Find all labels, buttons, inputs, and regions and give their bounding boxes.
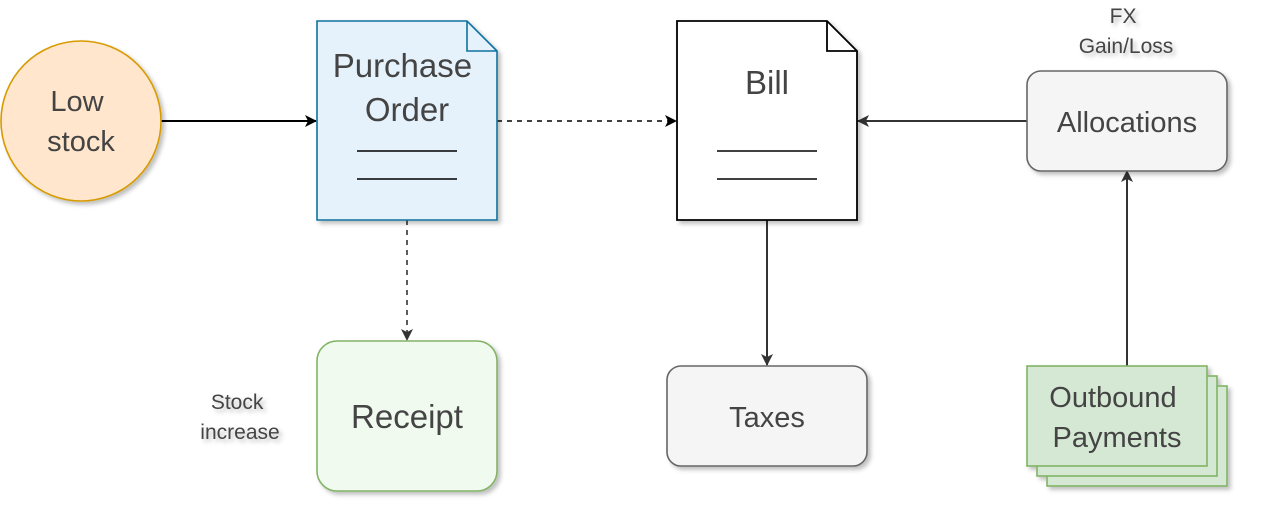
purchase-order-shape: [316, 20, 498, 221]
low-stock-label: Low stock: [47, 86, 115, 158]
outbound-payments-stack-1: [1026, 365, 1208, 467]
allocations-shape: [1026, 70, 1228, 172]
stock-increase-line-1: Stock: [211, 391, 264, 414]
purchase-order-line-2: Order: [365, 91, 449, 128]
low-stock-line-2: stock: [47, 126, 115, 158]
purchase-order-fold: [466, 21, 497, 52]
node-bill: [676, 20, 858, 221]
outbound-payments-line-2: Payments: [1053, 422, 1182, 454]
low-stock-line-1: Low: [50, 86, 104, 118]
node-purchase-order: [316, 20, 498, 221]
node-low-stock: [0, 40, 162, 202]
bill-shape: [676, 20, 858, 221]
node-outbound-payments: [1026, 365, 1228, 487]
allocations-label: Allocations: [1057, 107, 1197, 139]
bill-label: Bill: [745, 64, 789, 101]
taxes-label: Taxes: [729, 402, 805, 434]
bill-fold: [826, 21, 857, 52]
stock-increase-line-2: increase: [200, 421, 279, 444]
receipt-shape: [316, 340, 498, 492]
low-stock-shape: [0, 40, 162, 202]
fx-gain-loss-line-1: FX: [1110, 5, 1137, 28]
receipt-label: Receipt: [351, 398, 463, 435]
outbound-payments-line-1: Outbound: [1049, 382, 1176, 414]
purchase-order-label: Purchase Order: [333, 47, 482, 128]
taxes-shape: [666, 365, 868, 467]
stock-increase-label: Stock increase: [200, 391, 279, 444]
fx-gain-loss-label: FX Gain/Loss: [1079, 5, 1174, 58]
edges: [161, 115, 1133, 366]
outbound-payments-label: Outbound Payments: [1049, 382, 1184, 454]
purchase-order-line-1: Purchase: [333, 47, 472, 84]
node-receipt: [316, 340, 498, 492]
bill-line-1: Bill: [745, 64, 789, 101]
node-allocations: [1026, 70, 1228, 172]
node-taxes: [666, 365, 868, 467]
fx-gain-loss-line-2: Gain/Loss: [1079, 35, 1174, 58]
